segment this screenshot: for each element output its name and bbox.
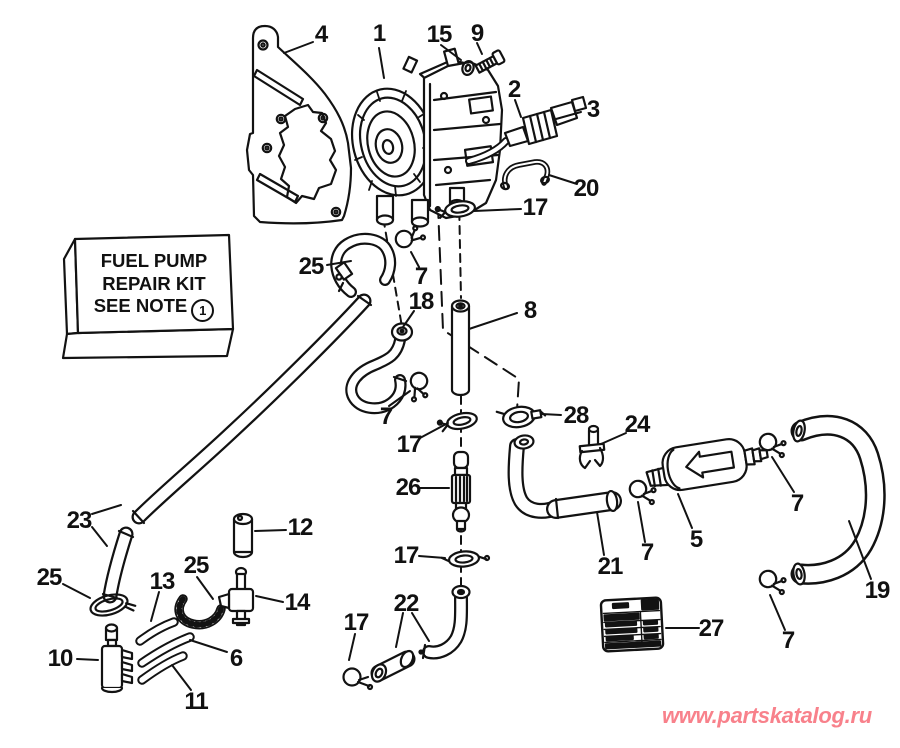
callout-25: 25	[183, 552, 210, 579]
quick-connector	[450, 450, 472, 533]
fuel-hose-long	[101, 293, 373, 604]
callout-6: 6	[229, 645, 243, 672]
striped-hose	[174, 594, 226, 630]
callout-9: 9	[470, 20, 484, 47]
callout-5: 5	[689, 526, 703, 553]
spacer-cylinder	[232, 512, 254, 559]
return-hose	[790, 414, 886, 586]
note-line-2: REPAIR KIT	[102, 272, 206, 294]
callout-19: 19	[864, 577, 891, 604]
fuel-filter	[645, 438, 769, 492]
callout-3: 3	[586, 96, 600, 123]
watermark: www.partskatalog.ru	[662, 703, 872, 728]
callout-21: 21	[597, 553, 624, 580]
callout-12: 12	[287, 514, 314, 541]
screw	[474, 49, 506, 74]
spring-clamp	[342, 667, 374, 691]
callout-17: 17	[343, 609, 370, 636]
callout-7: 7	[781, 627, 795, 654]
callout-20: 20	[573, 175, 600, 202]
callout-10: 10	[47, 645, 74, 672]
spring-clamp	[409, 371, 429, 403]
callout-7: 7	[640, 539, 654, 566]
leader-lines	[62, 41, 872, 691]
note-ref-circle: 1	[191, 299, 215, 322]
anchor-clip	[578, 424, 606, 470]
short-hoses	[135, 617, 195, 685]
callout-2: 2	[507, 76, 521, 103]
spring-clamp	[628, 479, 657, 506]
spring-clamp	[758, 432, 787, 459]
callout-23: 23	[66, 507, 93, 534]
hose-clamp-band	[89, 593, 137, 617]
callout-7: 7	[379, 403, 393, 430]
callout-25: 25	[36, 564, 63, 591]
flat-clamp	[434, 200, 476, 219]
hose-sleeve	[370, 649, 416, 683]
fuel-pump-assembly	[350, 47, 510, 228]
retainer-clip	[500, 159, 551, 191]
callout-28: 28	[563, 402, 590, 429]
callout-17: 17	[522, 194, 549, 221]
fuel-fitting	[100, 623, 134, 694]
callout-25: 25	[298, 253, 325, 280]
note-line-1: FUEL PUMP	[100, 250, 208, 271]
callout-24: 24	[624, 411, 651, 438]
callout-18: 18	[408, 288, 435, 315]
spec-sticker	[599, 596, 665, 653]
callout-22: 22	[393, 590, 420, 617]
callout-14: 14	[284, 589, 311, 616]
callout-17: 17	[393, 542, 420, 569]
spring-clamp	[394, 225, 427, 249]
hose-hook	[330, 232, 397, 298]
callout-17: 17	[396, 431, 423, 458]
s-hose	[345, 322, 414, 415]
flat-clamp	[440, 550, 491, 568]
flat-clamp	[436, 411, 478, 433]
callout-13: 13	[149, 568, 176, 595]
mounting-bracket	[245, 24, 353, 225]
fuel-tube	[450, 299, 471, 397]
elbow-hose	[418, 584, 471, 660]
callout-7: 7	[414, 263, 428, 290]
callout-27: 27	[698, 615, 725, 642]
callout-8: 8	[523, 297, 537, 324]
screw-clamp	[495, 405, 547, 429]
callout-1: 1	[372, 20, 386, 47]
callout-26: 26	[395, 474, 422, 501]
washer	[461, 60, 475, 76]
callout-4: 4	[314, 21, 328, 48]
callout-15: 15	[426, 21, 453, 48]
callout-7: 7	[790, 490, 804, 517]
callout-11: 11	[184, 688, 208, 715]
t-valve	[217, 566, 255, 627]
spring-clamp	[758, 569, 787, 596]
outlet-hose	[507, 434, 622, 520]
